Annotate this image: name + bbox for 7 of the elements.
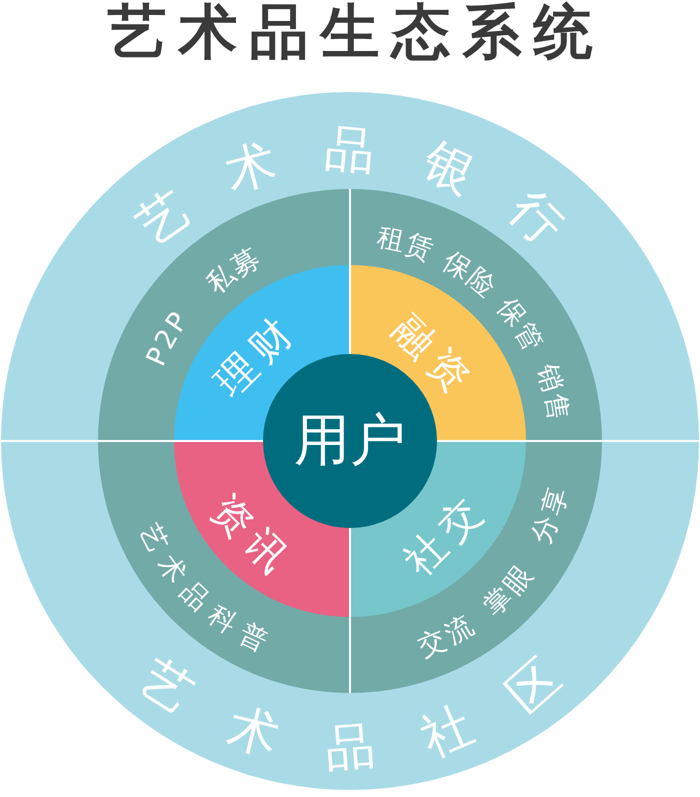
ring-label: 销售 [532,360,576,426]
segment-label: 理财 [206,304,308,406]
center-label: 用户 [294,413,406,469]
title: 艺术品生态系统 [106,0,604,66]
ring-label: 分享 [525,481,575,548]
ring-label: 租赁 [374,221,440,268]
segment-label: 融资 [384,306,484,408]
